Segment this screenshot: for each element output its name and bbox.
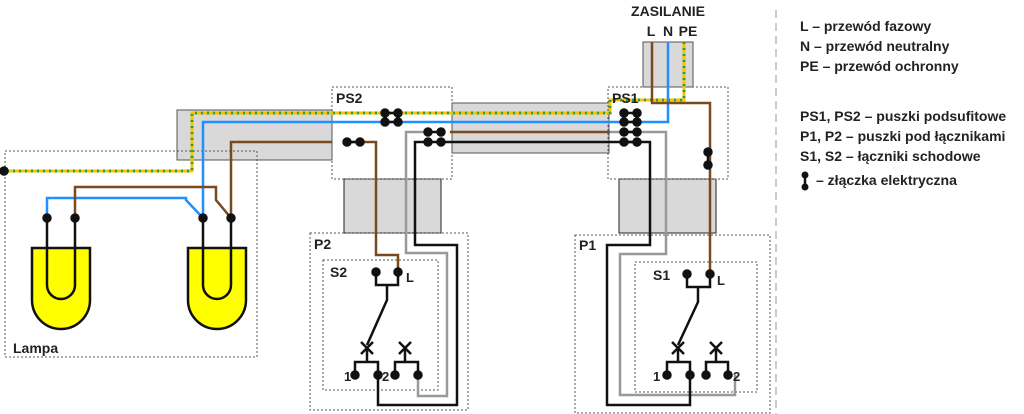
legend-item-switch-boxes: P1, P2 – puszki pod łącznikami <box>800 128 1006 144</box>
legend-item-switches: S1, S2 – łączniki schodowe <box>800 148 981 164</box>
supply-terminal-pe: PE <box>679 23 698 39</box>
s2-terminal-l: L <box>406 270 414 285</box>
p1-box <box>574 234 771 414</box>
p1-label: P1 <box>579 237 596 253</box>
lamp-bulb-right <box>186 215 248 331</box>
phase-wire <box>73 42 712 272</box>
legend-item-connector: – złączka elektryczna <box>816 172 957 188</box>
switch-s2 <box>350 267 423 380</box>
s1-terminal-l: L <box>717 273 725 288</box>
legend-item-neutral: N – przewód neutralny <box>800 38 950 54</box>
s1-box <box>634 261 758 393</box>
traveler-wire-gray <box>404 130 737 398</box>
p2-box <box>309 232 469 411</box>
ps2-label: PS2 <box>336 90 363 106</box>
s2-label: S2 <box>330 264 347 280</box>
legend-item-ceiling-boxes: PS1, PS2 – puszki podsufitowe <box>800 108 1007 124</box>
s1-terminal-1: 1 <box>653 369 660 384</box>
lamp-bulb-left <box>30 215 92 331</box>
legend-item-phase: L – przewód fazowy <box>800 18 932 34</box>
ps1-label: PS1 <box>612 90 639 106</box>
s2-terminal-2: 2 <box>382 369 389 384</box>
pe-wire <box>4 42 686 173</box>
conduit-lamp-ps2 <box>176 109 333 161</box>
conduit-ps2-ps1 <box>451 102 610 154</box>
lamp-box <box>4 150 258 358</box>
conduit-ps2-p2 <box>343 178 442 234</box>
switch-s1 <box>662 269 733 380</box>
s2-terminal-1: 1 <box>344 369 351 384</box>
supply-terminal-l: L <box>647 23 656 39</box>
supply-title: ZASILANIE <box>631 3 705 19</box>
connectors <box>0 108 713 223</box>
conduit-ps1-p1 <box>618 178 717 234</box>
s2-box <box>322 259 439 391</box>
neutral-wire <box>45 42 670 219</box>
s1-terminal-2: 2 <box>733 369 740 384</box>
supply-terminal-n: N <box>663 23 673 39</box>
traveler-wire-black <box>376 140 692 407</box>
legend-item-protective: PE – przewód ochronny <box>800 58 959 74</box>
s1-label: S1 <box>653 267 670 283</box>
p2-label: P2 <box>314 236 331 252</box>
lamp-label: Lampa <box>13 340 58 356</box>
legend: L – przewód fazowy N – przewód neutralny… <box>800 16 1006 191</box>
connector-icon <box>801 171 809 191</box>
